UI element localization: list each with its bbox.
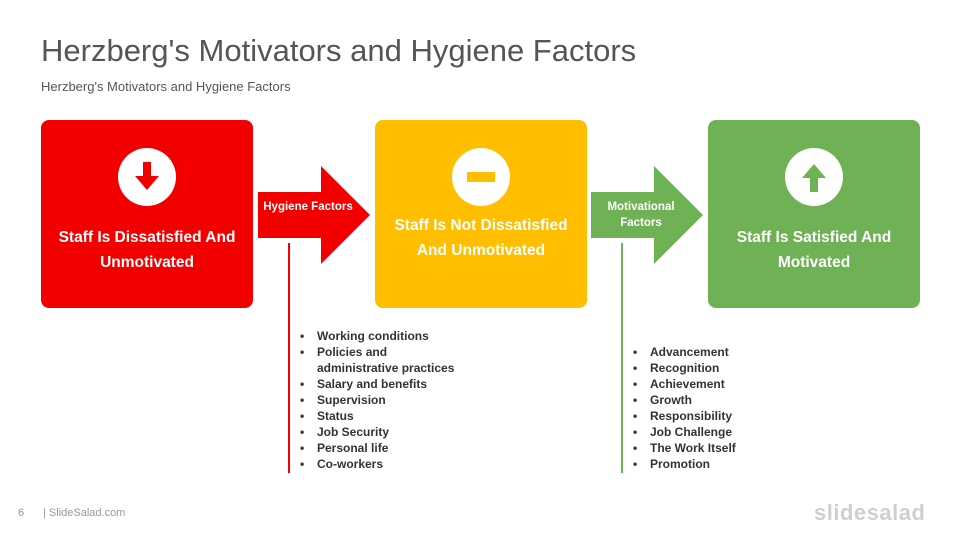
- list-item: Personal life: [300, 440, 470, 456]
- hygiene-factors-arrow: Hygiene Factors: [258, 166, 370, 264]
- list-item: Responsibility: [633, 408, 793, 424]
- list-item: Promotion: [633, 456, 793, 472]
- arrow-up-icon: [785, 148, 843, 206]
- arrow-down-icon: [118, 148, 176, 206]
- motivational-connector-line: [621, 243, 623, 473]
- list-item: The Work Itself: [633, 440, 793, 456]
- box-label: Staff Is Satisfied And Motivated: [736, 229, 892, 271]
- list-item: Recognition: [633, 360, 793, 376]
- page-title: Herzberg's Motivators and Hygiene Factor…: [41, 33, 637, 68]
- box-label: Staff Is Dissatisfied And Unmotivated: [58, 229, 236, 271]
- arrow-label: Hygiene Factors: [263, 201, 353, 213]
- list-item: Job Security: [300, 424, 470, 440]
- right-arrow-icon: [591, 166, 703, 264]
- hygiene-connector-line: [288, 243, 290, 473]
- minus-icon: [452, 148, 510, 206]
- box-label: Staff Is Not Dissatisfied And Unmotivate…: [394, 217, 568, 259]
- list-item: Growth: [633, 392, 793, 408]
- box-staff-satisfied: Staff Is Satisfied And Motivated: [708, 120, 920, 308]
- page-subtitle: Herzberg's Motivators and Hygiene Factor…: [41, 79, 291, 94]
- box-staff-not-dissatisfied: Staff Is Not Dissatisfied And Unmotivate…: [375, 120, 587, 308]
- list-item: Salary and benefits: [300, 376, 470, 392]
- footer-brand: | SlideSalad.com: [43, 507, 126, 519]
- right-arrow-icon: [258, 166, 370, 264]
- hygiene-factors-list: Working conditions Policies and administ…: [300, 328, 470, 472]
- box-staff-dissatisfied: Staff Is Dissatisfied And Unmotivated: [41, 120, 253, 308]
- motivational-factors-arrow: Motivational Factors: [591, 166, 703, 264]
- list-item: Supervision: [300, 392, 470, 408]
- slidesalad-logo: slidesalad: [814, 500, 926, 525]
- list-item: Policies and administrative practices: [300, 344, 470, 376]
- list-item: Advancement: [633, 344, 793, 360]
- list-item: Achievement: [633, 376, 793, 392]
- list-item: Working conditions: [300, 328, 470, 344]
- list-item: Co-workers: [300, 456, 470, 472]
- motivational-factors-list: Advancement Recognition Achievement Grow…: [633, 344, 793, 472]
- page-number: 6: [18, 507, 25, 519]
- arrow-label: Motivational Factors: [607, 201, 675, 229]
- list-item: Job Challenge: [633, 424, 793, 440]
- list-item: Status: [300, 408, 470, 424]
